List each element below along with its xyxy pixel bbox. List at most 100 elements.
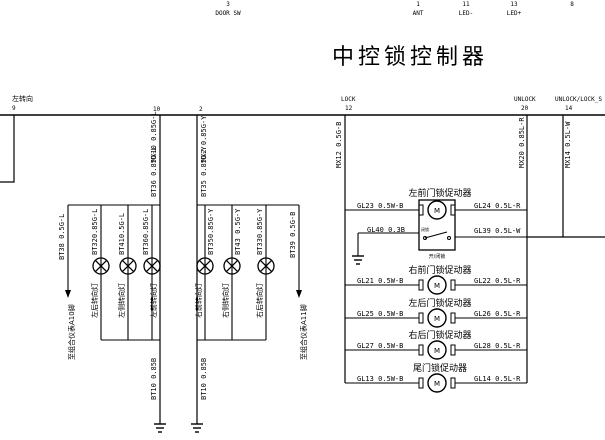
lamp-l2 [119, 257, 137, 275]
top-pin-labels: 3 DOOR SW 1 ANT 11 LED- 13 LED+ 8 [215, 1, 574, 17]
unlock-lock-s-num: 14 [565, 105, 573, 112]
mx10-label: MX10 0.85G-L [150, 111, 158, 162]
actuator-right-label: GL28 0.5L-R [474, 342, 521, 350]
motor-terminal [418, 279, 424, 291]
motor-symbol [427, 200, 447, 220]
bt360-label: BT360.85G-L [142, 209, 150, 255]
unlock-lock-s-label: UNLOCK/LOCK_S [555, 96, 602, 103]
pin-led-plus: LED+ [507, 10, 522, 17]
bt35-label: BT35 0.85G-Y [200, 146, 208, 197]
motor-terminal [450, 377, 456, 389]
mx20-label: MX20 0.85L-R [518, 117, 526, 168]
lamp-l3 [143, 257, 161, 275]
actuator-list: 闭锁开/闭锁 GL40 0.3B GL39 0.5L-W M 左前门锁促动器 GL23 0… [345, 187, 527, 393]
left-turn-wire [0, 115, 15, 183]
motor-terminal [418, 377, 424, 389]
lamp-l1-label: 左后转向灯 [90, 283, 99, 318]
bt350-label: BT350.85G-Y [207, 208, 215, 255]
mx12-label: MX12 0.5G-B [335, 122, 343, 168]
pin-ant: ANT [413, 10, 424, 17]
left-meter-note: 至组合仪表A10脚 [67, 304, 76, 360]
motor-letter: M [434, 207, 440, 215]
mx2-label: MX2 0.85G-Y [200, 115, 208, 162]
motor-terminal [418, 344, 424, 356]
bt320-label: BT320.85G-L [91, 209, 99, 255]
unlock-num: 20 [521, 105, 529, 112]
left-turn-label: 左转向 [12, 94, 33, 103]
actuator-name: 左后门锁促动器 [408, 297, 471, 309]
bt43-label: BT43 0.5G-Y [234, 208, 242, 255]
motor-terminal [450, 312, 456, 324]
motor-symbol [427, 340, 447, 360]
actuator-left-label: GL27 0.5W-B [357, 342, 403, 350]
actuator-name: 右后门锁促动器 [408, 329, 471, 341]
actuator-left-label: GL21 0.5W-B [357, 277, 403, 285]
pin-door-sw: DOOR SW [215, 10, 241, 17]
switch-ground [352, 255, 364, 265]
pin-13-num: 13 [510, 1, 518, 8]
left-meter-arrow [65, 290, 71, 298]
pin-11-num: 11 [462, 1, 470, 8]
motor-terminal [418, 312, 424, 324]
actuator-1: 闭锁开/闭锁 GL40 0.3B GL39 0.5L-W M 左前门锁促动器 GL23 0… [345, 187, 527, 260]
lamp-r3 [257, 257, 275, 275]
gl39-label: GL39 0.5L-W [474, 227, 521, 235]
actuator-name: 尾门锁促动器 [413, 362, 467, 374]
actuator-name: 右前门锁促动器 [408, 264, 471, 276]
actuator-right-label: GL22 0.5L-R [474, 277, 521, 285]
motor-letter: M [434, 347, 440, 355]
lamp-l1 [92, 257, 110, 275]
actuator-left-label: GL13 0.5W-B [357, 375, 403, 383]
switch-tag: 闭锁 [421, 226, 429, 232]
left-signal-circuit: MX10 0.85G-L MX2 0.85G-Y BT36 0.85G-L BT… [58, 111, 308, 433]
controller-title: 中控锁控制器 [332, 45, 488, 70]
lock-num: 12 [345, 105, 353, 112]
lamp-r1-label: 右前转向灯 [194, 283, 203, 318]
mx14-label: MX14 0.5L-W [564, 121, 572, 168]
ground-right [191, 420, 203, 433]
gl40-label: GL40 0.3B [367, 226, 405, 234]
pin-1-num: 1 [416, 1, 420, 8]
actuator-4: M 右后门锁促动器 GL27 0.5W-B GL28 0.5L-R [345, 329, 527, 360]
lamp-l2-label: 左侧转向灯 [117, 283, 126, 318]
bt38-label: BT38 0.5G-L [58, 214, 66, 260]
right-meter-note: 至组合仪表A11脚 [299, 304, 308, 360]
actuator-right-label: GL14 0.5L-R [474, 375, 521, 383]
pin-2-label: 2 [199, 106, 203, 113]
left-turn-num: 9 [12, 105, 16, 112]
lamp-r1 [196, 257, 214, 275]
bt10b-label: BT10 0.85B [200, 358, 208, 400]
bt410-label: BT410.5G-L [118, 213, 126, 255]
lamp-r2-label: 右侧转向灯 [221, 283, 230, 318]
lock-label: LOCK [341, 96, 356, 103]
switch-note: 开/闭锁 [429, 253, 446, 260]
actuator-housing [418, 199, 456, 251]
lamp-l3-label: 左前转向灯 [149, 283, 158, 318]
bt10a-label: BT10 0.85B [150, 358, 158, 400]
motor-symbol [427, 275, 447, 295]
pin-led-minus: LED- [459, 10, 473, 17]
actuator-3: M 左后门锁促动器 GL25 0.5W-B GL26 0.5L-R [345, 297, 527, 328]
bt330-label: BT330.85G-Y [256, 208, 264, 255]
switch-contact [447, 236, 451, 240]
actuator-name: 左前门锁促动器 [408, 187, 471, 199]
lamp-r3-label: 右后转向灯 [255, 283, 264, 318]
motor-symbol [427, 308, 447, 328]
motor-terminal [450, 344, 456, 356]
actuator-left-label: GL23 0.5W-B [357, 202, 403, 210]
lock-circuit: MX12 0.5G-B MX20 0.85L-R MX14 0.5L-W [335, 115, 605, 383]
actuator-right-label: GL24 0.5L-R [474, 202, 521, 210]
right-meter-arrow [296, 290, 302, 298]
bt39-label: BT39 0.5G-B [289, 212, 297, 258]
motor-letter: M [434, 315, 440, 323]
motor-terminal [450, 279, 456, 291]
motor-terminal [418, 204, 424, 216]
connector-bar: 左转向 9 10 2 LOCK 12 UNLOCK 20 UNLOCK/LOCK… [0, 94, 605, 116]
pin-3-num: 3 [226, 1, 230, 8]
motor-symbol [427, 373, 447, 393]
actuator-right-label: GL26 0.5L-R [474, 310, 521, 318]
actuator-left-label: GL25 0.5W-B [357, 310, 403, 318]
unlock-label: UNLOCK [514, 96, 536, 103]
